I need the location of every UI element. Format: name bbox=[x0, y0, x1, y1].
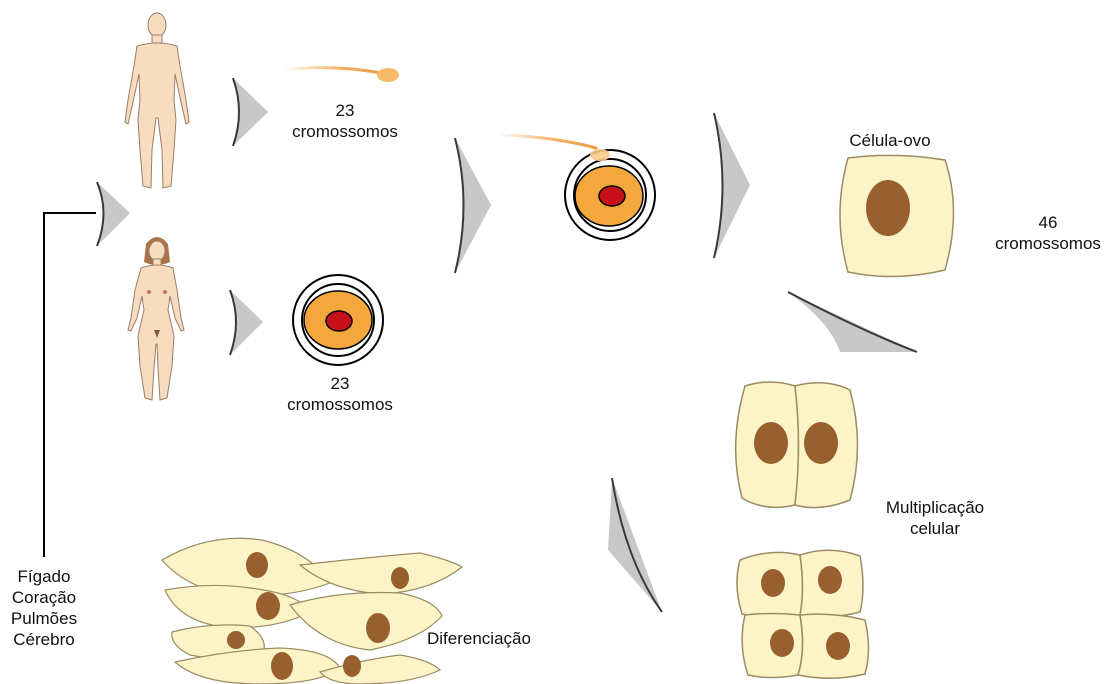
arrow-to-differentiation bbox=[608, 478, 662, 612]
zygote-title: Célula-ovo bbox=[830, 130, 950, 151]
egg-chromosome-label: 23 cromossomos bbox=[265, 373, 415, 415]
organ-list: Fígado Coração Pulmões Cérebro bbox=[4, 566, 84, 650]
arrow-male-to-sperm bbox=[233, 78, 268, 146]
female-figure-icon bbox=[128, 237, 184, 400]
organ-brain: Cérebro bbox=[4, 629, 84, 650]
differentiated-cells-icon bbox=[162, 538, 462, 684]
zygote-chromosome-label: 46 cromossomos bbox=[990, 212, 1106, 254]
zygote-chromosome-count: 46 bbox=[990, 212, 1106, 233]
arrow-to-fertilization bbox=[455, 138, 491, 273]
zygote-chromosome-unit: cromossomos bbox=[990, 233, 1106, 254]
sperm-chromosome-label: 23 cromossomos bbox=[270, 100, 420, 142]
fertilization-egg-icon bbox=[498, 135, 655, 240]
organ-liver: Fígado bbox=[4, 566, 84, 587]
egg-chromosome-count: 23 bbox=[265, 373, 415, 394]
arrow-to-zygote bbox=[714, 113, 750, 258]
multiplication-label-line1: Multiplicação bbox=[870, 497, 1000, 518]
zygote-cell-icon bbox=[840, 155, 954, 276]
sperm-cell-icon bbox=[283, 68, 399, 82]
arrow-combine bbox=[97, 182, 130, 246]
organ-lungs: Pulmões bbox=[4, 608, 84, 629]
arrow-to-multiplication bbox=[788, 292, 917, 352]
multiplication-label: Multiplicação celular bbox=[870, 497, 1000, 539]
egg-chromosome-unit: cromossomos bbox=[265, 394, 415, 415]
multiplication-label-line2: celular bbox=[870, 518, 1000, 539]
sperm-chromosome-count: 23 bbox=[270, 100, 420, 121]
male-figure-icon bbox=[125, 13, 189, 188]
four-cell-stage-icon bbox=[737, 550, 869, 678]
bracket-line bbox=[44, 213, 96, 557]
egg-cell-icon bbox=[293, 275, 383, 365]
differentiation-label: Diferenciação bbox=[427, 628, 531, 649]
arrow-female-to-egg bbox=[230, 290, 263, 355]
two-cell-stage-icon bbox=[736, 382, 858, 508]
sperm-chromosome-unit: cromossomos bbox=[270, 121, 420, 142]
organ-heart: Coração bbox=[4, 587, 84, 608]
